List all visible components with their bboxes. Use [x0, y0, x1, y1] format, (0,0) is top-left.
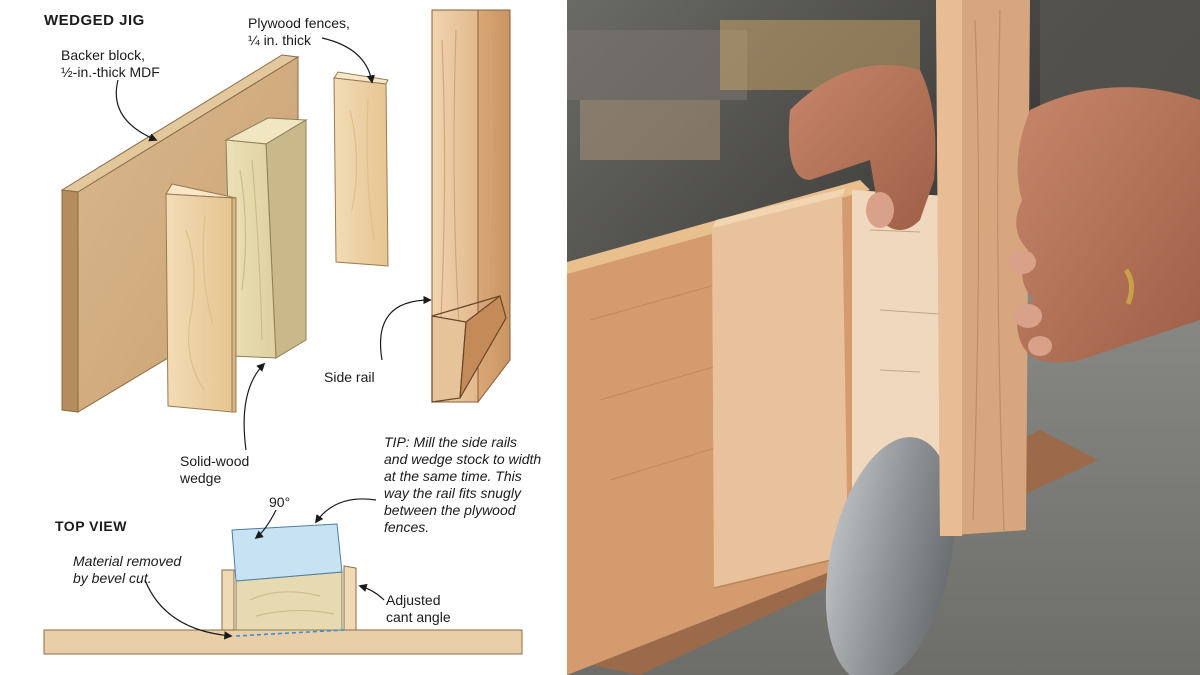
front-plywood-fence: [165, 183, 237, 413]
tip-note: TIP: Mill the side rails and wedge stock…: [384, 434, 542, 535]
material-label-line2: by bevel cut.: [73, 570, 152, 586]
top-view-diagram: [43, 523, 523, 655]
diagram-title: WEDGED JIG: [44, 12, 145, 29]
top-view-heading: TOP VIEW: [55, 518, 127, 534]
wedge-label-line2: wedge: [180, 470, 222, 486]
solid-wood-wedge: [224, 117, 308, 359]
adjusted-label-line1: Adjusted: [386, 592, 441, 608]
side-rail-label: Side rail: [324, 369, 375, 385]
fence-label-line2: ¼ in. thick: [248, 32, 312, 48]
adjusted-label-line2: cant angle: [386, 609, 451, 625]
angle-label: 90°: [269, 494, 291, 510]
fence-label-line1: Plywood fences,: [248, 15, 350, 31]
wedge-label-line1: Solid-wood: [180, 453, 250, 469]
backer-label-line2: ½-in.-thick MDF: [61, 64, 160, 80]
side-rail: [431, 9, 511, 404]
backer-label-line1: Backer block,: [61, 47, 146, 63]
photo-scene: [567, 0, 1200, 675]
material-label-line1: Material removed: [73, 553, 182, 569]
rear-plywood-fence: [333, 71, 389, 267]
leader-arrows: [115, 37, 432, 640]
